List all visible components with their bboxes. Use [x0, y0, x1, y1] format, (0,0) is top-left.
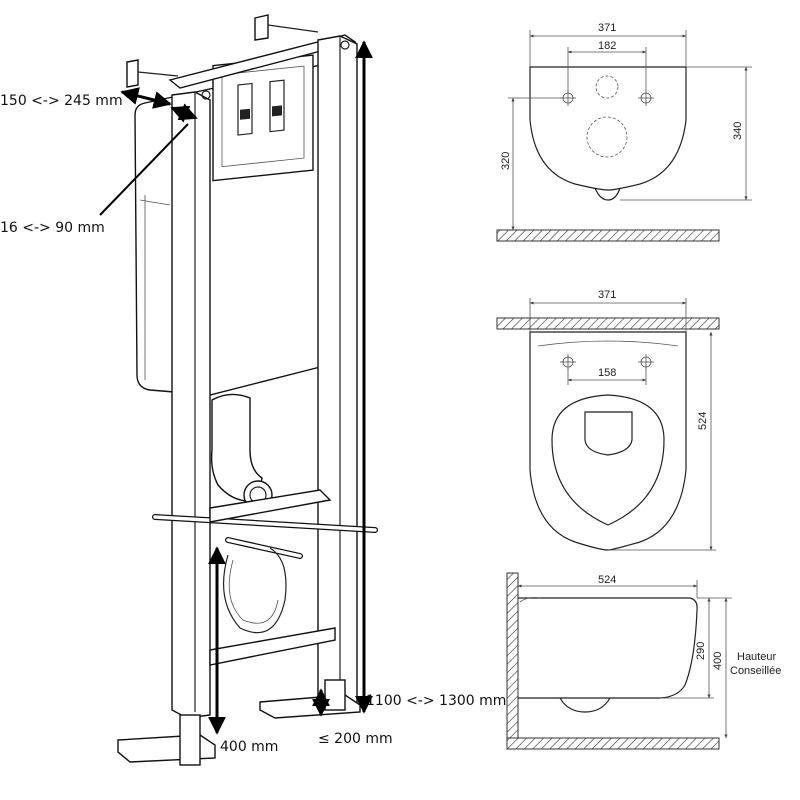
frame-dimensions: 150 <-> 245 mm 16 <-> 90 mm 1100 <-> 130… [0, 40, 506, 755]
bowl-side-outline [518, 597, 698, 699]
label-foot-height: ≤ 200 mm [318, 731, 393, 747]
side-length: 524 [598, 574, 616, 586]
front-hole-spacing: 182 [598, 40, 616, 52]
floor-hatch-side [506, 737, 720, 750]
depth-arrow [120, 87, 172, 109]
top-width: 371 [598, 289, 616, 301]
label-depth-range: 150 <-> 245 mm [0, 93, 123, 109]
offset-arrow [170, 103, 198, 123]
recommended-height-note-1: Hauteur [737, 651, 776, 663]
side-view-drawing: 524 290 400 Hauteur Conseillée [506, 572, 781, 750]
left-post [171, 91, 211, 719]
top-view-drawing: 371 158 524 [496, 289, 720, 551]
bowl-front-outline [529, 66, 687, 191]
top-depth: 524 [697, 412, 709, 430]
right-post [317, 35, 358, 709]
top-hole-spacing: 158 [598, 367, 616, 379]
label-bottom-height: 400 mm [220, 739, 278, 755]
side-height-total: 400 [712, 652, 724, 670]
offset-leader [99, 123, 189, 216]
bowl-top-outline [529, 331, 687, 551]
wall-hatch-top [496, 317, 720, 330]
side-height-bowl: 290 [695, 642, 707, 660]
front-width: 371 [598, 22, 616, 34]
front-view-drawing: 371 182 340 320 [496, 22, 752, 242]
label-offset-range: 16 <-> 90 mm [0, 220, 105, 236]
wall-frame-drawing [117, 14, 378, 766]
floor-hatch-front [496, 229, 720, 242]
front-height-holes: 320 [500, 152, 512, 170]
label-height-range: 1100 <-> 1300 mm [366, 693, 506, 709]
seat-opening [551, 394, 665, 526]
recommended-height-note-2: Conseillée [730, 665, 781, 677]
front-height-total: 340 [732, 122, 744, 140]
wall-hatch-side [506, 572, 519, 742]
